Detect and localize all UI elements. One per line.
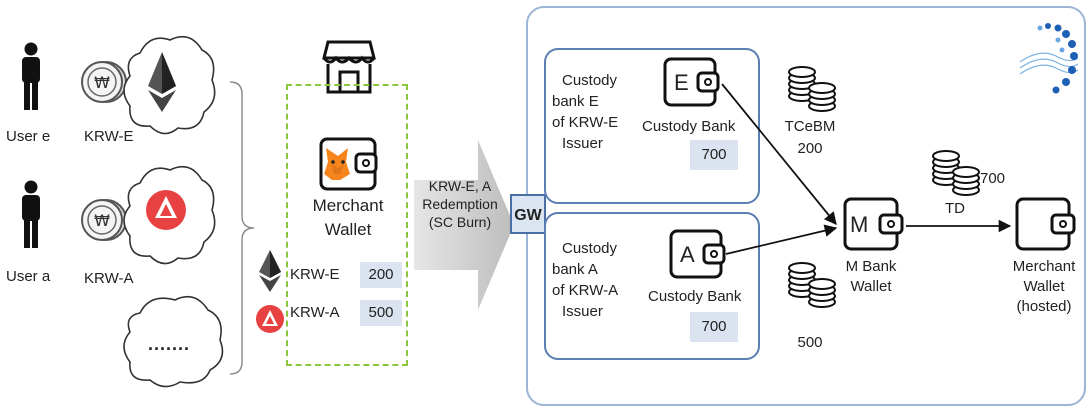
custody-bank-a-box [544,212,760,360]
custody-e-desc-line2: bank E [552,93,599,110]
metamask-wallet-icon [319,137,378,191]
coin-stack-icon [788,262,836,308]
store-icon [322,40,376,94]
custody-a-desc-line4: Issuer [562,303,603,320]
merchant-title-line2: Wallet [324,220,372,239]
custody-a-desc-line1: Custody [562,240,618,257]
merchant-balance-token-a: KRW-A [290,304,340,321]
merchant-hosted-line2: Wallet [1023,278,1065,295]
td-label: TD [945,200,965,217]
custody-e-wallet-label: Custody Bank [642,118,736,135]
redemption-label-line2: Redemption [422,196,498,212]
m-bank-line1: M Bank [845,258,897,275]
svg-text:₩: ₩ [94,211,110,230]
custody-a-amount: 700 [690,312,738,342]
more-users-ellipsis: ....... [148,334,191,354]
cloud-more-icon [123,295,224,388]
merchant-hosted-wallet-icon [1015,197,1076,251]
tcebm-amount: 200 [797,140,823,157]
td-amount: 700 [980,170,1006,187]
merchant-hosted-line3: (hosted) [1016,298,1072,315]
redemption-label-line3: (SC Burn) [428,214,492,230]
custody-e-desc-line1: Custody [562,72,618,89]
tcebm-label: TCeBM [784,118,836,135]
custody-e-wallet-letter: E [674,70,689,95]
custody-e-amount: 700 [690,140,738,170]
user-a-label: User a [6,268,51,285]
custody-a-desc-line3: of KRW-A [552,282,619,299]
merchant-wallet-box [286,84,408,366]
m-bank-wallet-icon [843,197,904,251]
custody-a-wallet-label: Custody Bank [648,288,742,305]
coin-stack-icon [932,150,980,196]
custody-e-wallet-icon [663,57,720,107]
merchant-balance-amount-e: 200 [360,262,402,288]
logo-icon [1019,23,1079,94]
user-e-token-label: KRW-E [84,128,134,145]
merchant-title-line1: Merchant [312,196,384,215]
users-bracket [229,81,255,375]
cloud-eth-icon [123,35,216,135]
eth-icon [259,250,281,292]
user-e-person-icon [22,42,40,110]
m-bank-wallet-letter: M [850,212,869,237]
custody-a-wallet-letter: A [680,242,695,267]
user-a-token-label: KRW-A [84,270,134,287]
custody-a-wallet-icon [669,229,726,279]
merchant-hosted-line1: Merchant [1012,258,1076,275]
custody-bank-e-box [544,48,760,204]
redemption-label-line1: KRW-E, A [428,178,492,194]
merchant-balance-amount-a: 500 [360,300,402,326]
custody-e-desc-line3: of KRW-E [552,114,619,131]
redemption-arrow [414,140,514,310]
svg-text:₩: ₩ [94,73,110,92]
merchant-balance-token-e: KRW-E [290,266,340,283]
won-coin-icon: ₩ [81,199,127,241]
user-e-label: User e [6,128,51,145]
custody-e-desc-line4: Issuer [562,135,603,152]
m-bank-line2: Wallet [850,278,892,295]
cloud-avax-icon [123,165,216,265]
avax-icon [256,305,284,333]
lower-coins-amount: 500 [797,334,823,351]
gateway-box: GW [510,194,546,234]
user-a-person-icon [22,180,40,248]
coin-stack-icon [788,66,836,112]
custody-a-desc-line2: bank A [552,261,598,278]
